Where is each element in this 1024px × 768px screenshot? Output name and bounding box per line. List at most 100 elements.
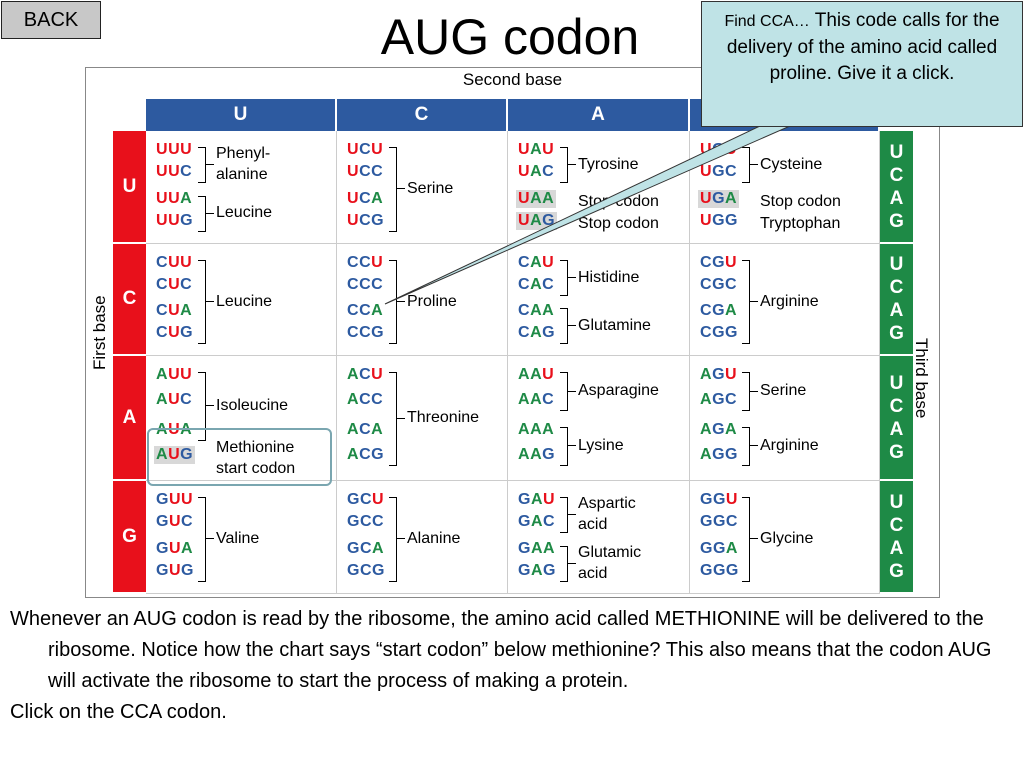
codon-uuu[interactable]: UUU <box>156 141 193 158</box>
bracket-tick <box>206 301 214 302</box>
third-base-letter: A <box>889 187 904 209</box>
amino-acid-label: Leucine <box>216 292 273 310</box>
codon-acu[interactable]: ACU <box>347 366 384 383</box>
codon-aaa[interactable]: AAA <box>518 420 555 438</box>
codon-cell <box>146 244 337 356</box>
codon-auu[interactable]: AUU <box>156 366 193 383</box>
codon-cgc[interactable]: CGC <box>700 276 738 293</box>
codon-bracket <box>560 308 568 344</box>
codon-agg[interactable]: AGG <box>700 445 738 463</box>
codon-ccc[interactable]: CCC <box>347 276 384 293</box>
codon-cgg[interactable]: CGG <box>700 324 738 341</box>
codon-bracket <box>560 497 568 534</box>
third-base-letter: C <box>889 395 904 417</box>
callout-lead: Find CCA… <box>724 13 810 30</box>
codon-ucc[interactable]: UCC <box>347 163 384 181</box>
codon-ggc[interactable]: GGC <box>700 513 738 531</box>
codon-cuu[interactable]: CUU <box>156 254 193 271</box>
amino-acid-label: Arginine <box>760 436 819 454</box>
codon-gug[interactable]: GUG <box>156 561 194 579</box>
codon-ucg[interactable]: UCG <box>347 211 385 229</box>
codon-acg[interactable]: ACG <box>347 445 385 463</box>
codon-cca[interactable]: CCA <box>347 302 384 319</box>
codon-bracket <box>198 497 206 582</box>
codon-uac[interactable]: UAC <box>518 163 555 181</box>
codon-uug[interactable]: UUG <box>156 211 194 229</box>
codon-cua[interactable]: CUA <box>156 302 193 319</box>
third-base-letter: G <box>889 323 904 344</box>
codon-gua[interactable]: GUA <box>156 539 194 557</box>
codon-gcc[interactable]: GCC <box>347 513 385 531</box>
codon-agc[interactable]: AGC <box>700 391 738 409</box>
amino-acid-label: Stop codon <box>578 215 659 233</box>
codon-cag[interactable]: CAG <box>518 324 556 341</box>
codon-bracket <box>560 147 568 184</box>
codon-aca[interactable]: ACA <box>347 420 384 438</box>
amino-acid-label: Proline <box>407 292 457 310</box>
codon-caa[interactable]: CAA <box>518 302 555 319</box>
codon-aau[interactable]: AAU <box>518 366 555 383</box>
codon-ggu[interactable]: GGU <box>700 491 738 508</box>
codon-guc[interactable]: GUC <box>156 513 194 531</box>
codon-ugu[interactable]: UGU <box>700 141 738 158</box>
codon-cau[interactable]: CAU <box>518 254 555 271</box>
codon-ccg[interactable]: CCG <box>347 324 385 341</box>
codon-gga[interactable]: GGA <box>700 539 738 557</box>
amino-acid-label: Cysteine <box>760 155 823 173</box>
codon-uag[interactable]: UAG <box>516 211 558 230</box>
codon-gcu[interactable]: GCU <box>347 491 385 508</box>
codon-bracket <box>560 426 568 466</box>
codon-bracket <box>742 372 750 412</box>
second-base-label: Second base <box>462 70 563 89</box>
codon-aag[interactable]: AAG <box>518 445 556 463</box>
third-base-letter: A <box>889 418 904 440</box>
codon-cell <box>337 481 508 594</box>
codon-cac[interactable]: CAC <box>518 276 555 293</box>
bracket-tick <box>750 390 758 392</box>
bracket-tick <box>206 538 214 540</box>
codon-ccu[interactable]: CCU <box>347 254 384 271</box>
codon-uga[interactable]: UGA <box>698 189 740 208</box>
codon-agu[interactable]: AGU <box>700 366 738 383</box>
amino-acid-label: Threonine <box>407 409 480 427</box>
codon-gag[interactable]: GAG <box>518 561 556 579</box>
codon-cgu[interactable]: CGU <box>700 254 738 271</box>
codon-aac[interactable]: AAC <box>518 391 555 409</box>
codon-gaa[interactable]: GAA <box>518 539 556 557</box>
codon-gcg[interactable]: GCG <box>347 561 385 579</box>
codon-uau[interactable]: UAU <box>518 141 555 158</box>
codon-acc[interactable]: ACC <box>347 391 384 409</box>
codon-ugc[interactable]: UGC <box>700 163 738 181</box>
codon-ucu[interactable]: UCU <box>347 141 384 158</box>
codon-bracket <box>742 260 750 344</box>
bracket-tick <box>206 164 214 166</box>
codon-uuc[interactable]: UUC <box>156 163 193 181</box>
codon-auc[interactable]: AUC <box>156 391 193 409</box>
back-button[interactable]: BACK <box>1 1 101 39</box>
page-title: AUG codon <box>380 9 640 65</box>
amino-acid-label: Leucine <box>216 204 273 222</box>
codon-cug[interactable]: CUG <box>156 324 194 341</box>
codon-bracket <box>198 372 206 441</box>
codon-uua[interactable]: UUA <box>156 189 193 207</box>
codon-bracket <box>198 260 206 344</box>
codon-gau[interactable]: GAU <box>518 491 556 508</box>
codon-gca[interactable]: GCA <box>347 539 385 557</box>
codon-ggg[interactable]: GGG <box>700 561 739 579</box>
codon-uaa[interactable]: UAA <box>516 189 557 208</box>
codon-cuc[interactable]: CUC <box>156 276 193 293</box>
codon-ugg[interactable]: UGG <box>700 211 738 229</box>
amino-acid-label: Lysine <box>578 436 624 454</box>
third-base-letter: G <box>889 210 904 232</box>
third-base-letter: A <box>889 300 904 321</box>
codon-bracket <box>198 195 206 232</box>
codon-aga[interactable]: AGA <box>700 420 738 438</box>
third-base-letter: U <box>889 372 904 394</box>
codon-uca[interactable]: UCA <box>347 189 384 207</box>
codon-guu[interactable]: GUU <box>156 491 194 508</box>
codon-aug[interactable]: AUG <box>154 445 196 464</box>
codon-cga[interactable]: CGA <box>700 302 738 319</box>
codon-gac[interactable]: GAC <box>518 513 556 531</box>
